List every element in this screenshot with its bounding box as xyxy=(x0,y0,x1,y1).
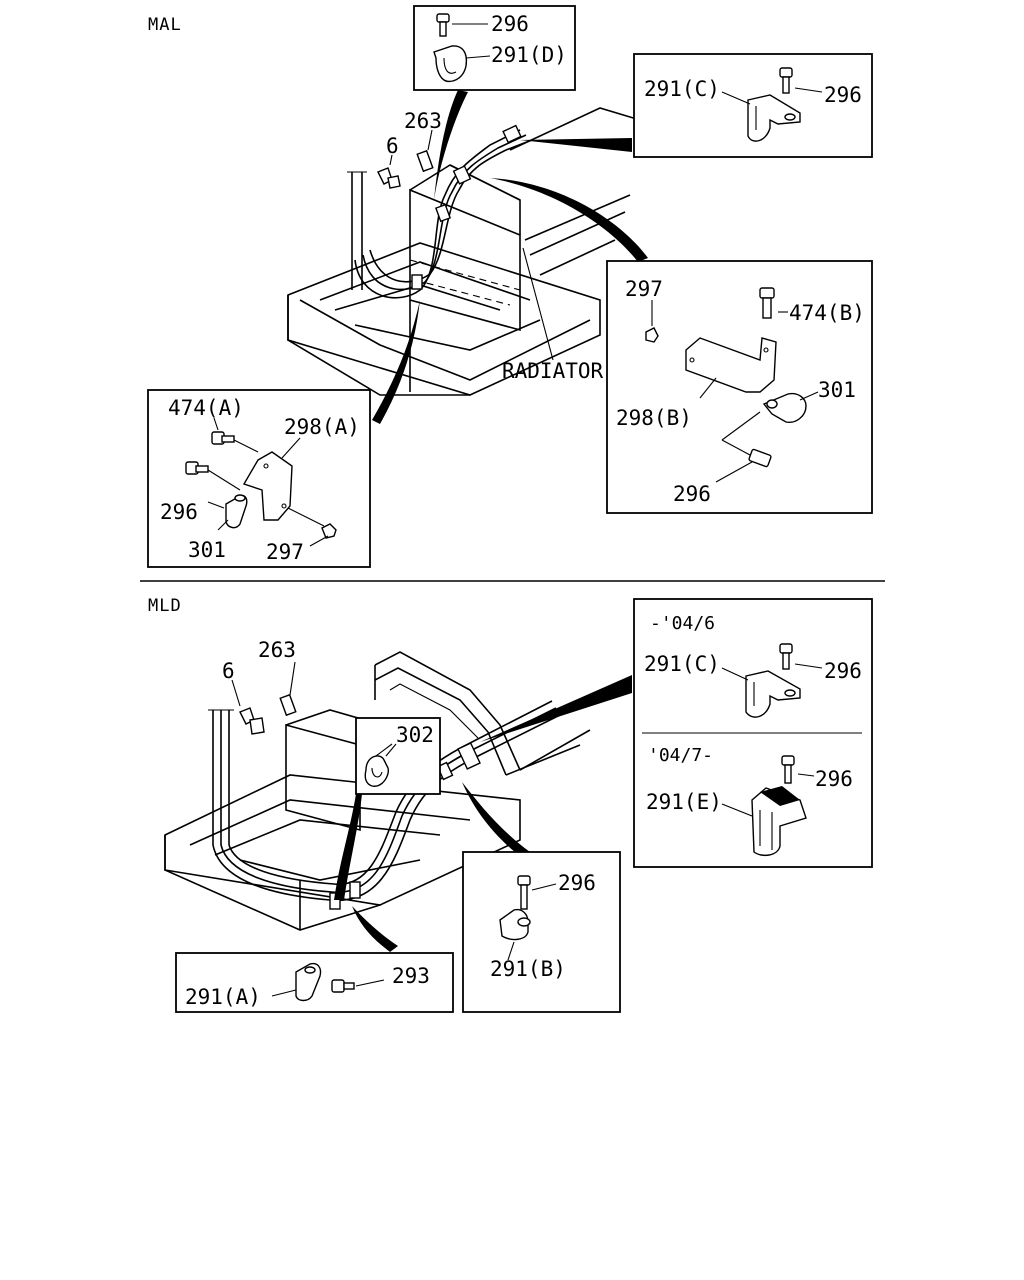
mal-callout-lr-296: 296 xyxy=(673,482,711,506)
mld-callout-mid-296: 296 xyxy=(558,871,596,895)
mld-callout-rt-291c: 291(C) xyxy=(644,652,720,676)
mld-pointer-302 xyxy=(334,794,362,900)
radiator-leader xyxy=(522,247,554,361)
mld-pointer-right xyxy=(480,675,632,742)
mal-callout-lr-297: 297 xyxy=(625,277,663,301)
mld-inset-right-upper-parts xyxy=(721,643,823,718)
mal-callout-ll-474a: 474(A) xyxy=(168,396,244,420)
mld-callout-rt-296: 296 xyxy=(824,659,862,683)
mld-pointer-lower-left xyxy=(352,906,398,952)
mld-callout-rb-291e: 291(E) xyxy=(646,790,722,814)
mld-inset-lower-left-parts xyxy=(271,962,385,1002)
mal-callout-lr-474b: 474(B) xyxy=(789,301,865,325)
mal-callout-top-291d: 291(D) xyxy=(491,43,567,67)
mld-period-late: '04/7- xyxy=(648,745,713,766)
mal-callout-ll-301: 301 xyxy=(188,538,226,562)
mal-inset-lower-right-parts xyxy=(645,287,819,483)
mld-inset-mid xyxy=(462,851,621,1013)
mal-callout-top-296: 296 xyxy=(491,12,529,36)
mld-callout-rb-296: 296 xyxy=(815,767,853,791)
mld-callout-302: 302 xyxy=(396,723,434,747)
mal-section-label: MAL xyxy=(148,15,182,35)
mld-period-early: -'04/6 xyxy=(650,613,715,634)
mld-inset-302-parts xyxy=(364,743,397,787)
mal-pointer-top xyxy=(434,90,468,200)
radiator-label: RADIATOR xyxy=(502,359,604,383)
mld-callout-mid-291b: 291(B) xyxy=(490,957,566,981)
mld-pointer-mid xyxy=(462,782,530,858)
mld-callout-ll-293: 293 xyxy=(392,964,430,988)
mld-callout-ll-291a: 291(A) xyxy=(185,985,261,1009)
mld-section-label: MLD xyxy=(148,596,182,616)
mal-pointer-lower-left xyxy=(372,300,420,424)
mal-frame-assembly xyxy=(287,107,641,396)
mal-callout-ll-296: 296 xyxy=(160,500,198,524)
mal-inset-lower-left-parts xyxy=(185,417,337,547)
mal-callout-6: 6 xyxy=(386,134,399,158)
mal-pointer-right xyxy=(520,138,632,152)
mld-callout-6: 6 xyxy=(222,659,235,683)
mld-bolt-263 xyxy=(279,661,297,717)
mld-clip-6 xyxy=(231,679,265,735)
mal-callout-right-291c: 291(C) xyxy=(644,77,720,101)
mal-callout-right-296: 296 xyxy=(824,83,862,107)
mal-bolt-263 xyxy=(416,129,434,173)
mal-inset-top-parts xyxy=(433,13,491,83)
mld-inset-mid-parts xyxy=(499,875,557,961)
mal-pointer-lower-right xyxy=(490,178,648,262)
mal-inset-right-parts xyxy=(721,67,823,142)
mal-callout-lr-301: 301 xyxy=(818,378,856,402)
mal-clip-6 xyxy=(377,154,401,189)
mal-callout-lr-298b: 298(B) xyxy=(616,406,692,430)
mld-inset-right-lower-parts xyxy=(721,755,815,857)
mal-callout-263: 263 xyxy=(404,109,442,133)
mal-callout-ll-298a: 298(A) xyxy=(284,415,360,439)
mal-callout-ll-297: 297 xyxy=(266,540,304,564)
mld-callout-263: 263 xyxy=(258,638,296,662)
